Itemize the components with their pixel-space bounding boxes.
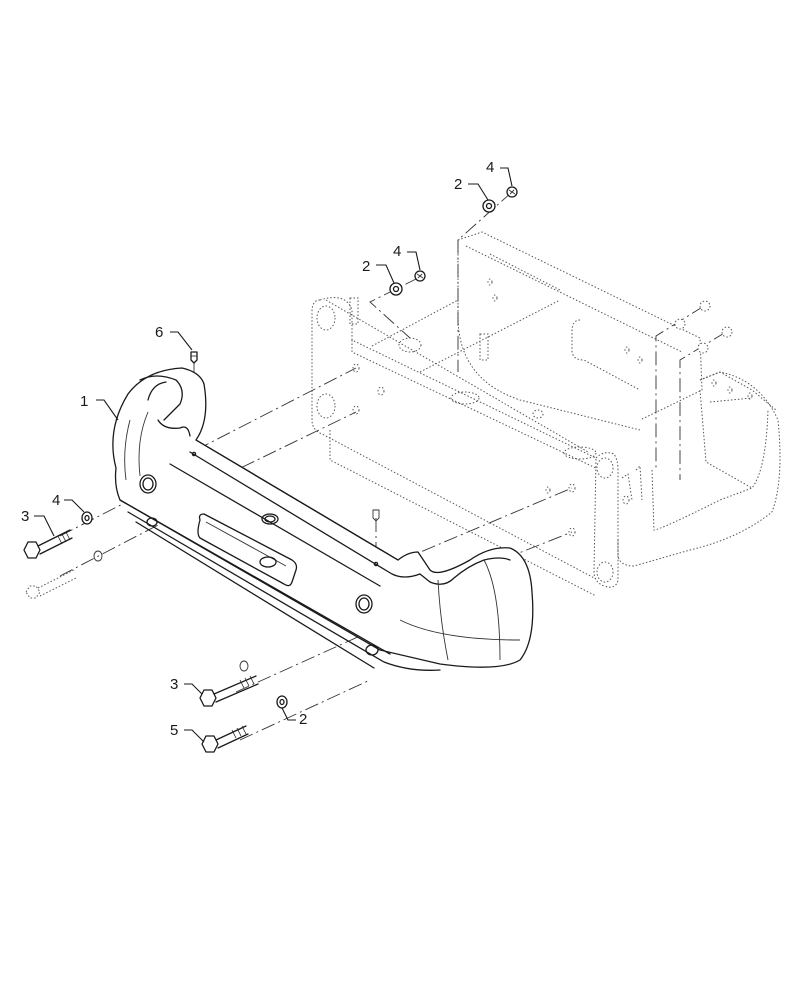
- bumper-hole-top: [261, 513, 279, 525]
- washer-right-a[interactable]: [674, 318, 686, 330]
- nut-right-b[interactable]: [721, 326, 733, 338]
- svg-text:4: 4: [393, 243, 401, 260]
- callout-2-lower: 2: [281, 707, 307, 728]
- callout-6: 6: [155, 324, 193, 351]
- callout-1: 1: [80, 393, 119, 421]
- callout-4-top-front: 4: [393, 243, 421, 271]
- bolt-5-long[interactable]: [201, 725, 249, 753]
- bolt-3-left[interactable]: [23, 529, 73, 559]
- callout-3-left: 3: [21, 508, 55, 537]
- washer-lower-front[interactable]: [239, 660, 249, 672]
- pin-secondary[interactable]: [372, 509, 380, 522]
- svg-text:3: 3: [21, 508, 29, 525]
- bumper-hole-right: [355, 594, 373, 614]
- callout-3-lower: 3: [170, 676, 203, 695]
- washer-2-lower[interactable]: [276, 695, 288, 709]
- callout-4-top-rear: 4: [486, 159, 513, 187]
- washer-right-b[interactable]: [697, 342, 709, 354]
- callout-5: 5: [170, 722, 205, 743]
- bolt-left-lower-hidden[interactable]: [25, 569, 77, 599]
- nut-right-a[interactable]: [699, 300, 711, 312]
- bumper-hole-left: [139, 474, 157, 494]
- nut-4-top-rear[interactable]: [506, 186, 518, 198]
- washer-left-lower[interactable]: [93, 550, 103, 562]
- svg-text:5: 5: [170, 722, 178, 739]
- svg-text:2: 2: [299, 711, 307, 728]
- washer-4-left[interactable]: [81, 511, 93, 525]
- bolt-3-lower[interactable]: [199, 675, 259, 707]
- counterweight-bumper[interactable]: [112, 367, 534, 671]
- front-frame-bracket: [311, 231, 781, 597]
- svg-text:4: 4: [486, 159, 494, 176]
- washer-2-top-front[interactable]: [389, 282, 403, 296]
- washer-2-top-rear[interactable]: [482, 199, 496, 213]
- svg-text:6: 6: [155, 324, 163, 341]
- nut-4-top-front[interactable]: [414, 270, 426, 282]
- svg-text:3: 3: [170, 676, 178, 693]
- svg-text:4: 4: [52, 492, 60, 509]
- callout-4-left: 4: [52, 492, 85, 513]
- callout-2-top-rear: 2: [454, 176, 489, 201]
- svg-text:2: 2: [362, 258, 370, 275]
- callout-2-top-front: 2: [362, 258, 395, 284]
- svg-text:1: 1: [80, 393, 88, 410]
- bumper-hole-handle: [259, 556, 277, 568]
- svg-text:2: 2: [454, 176, 462, 193]
- pin-6[interactable]: [190, 351, 198, 364]
